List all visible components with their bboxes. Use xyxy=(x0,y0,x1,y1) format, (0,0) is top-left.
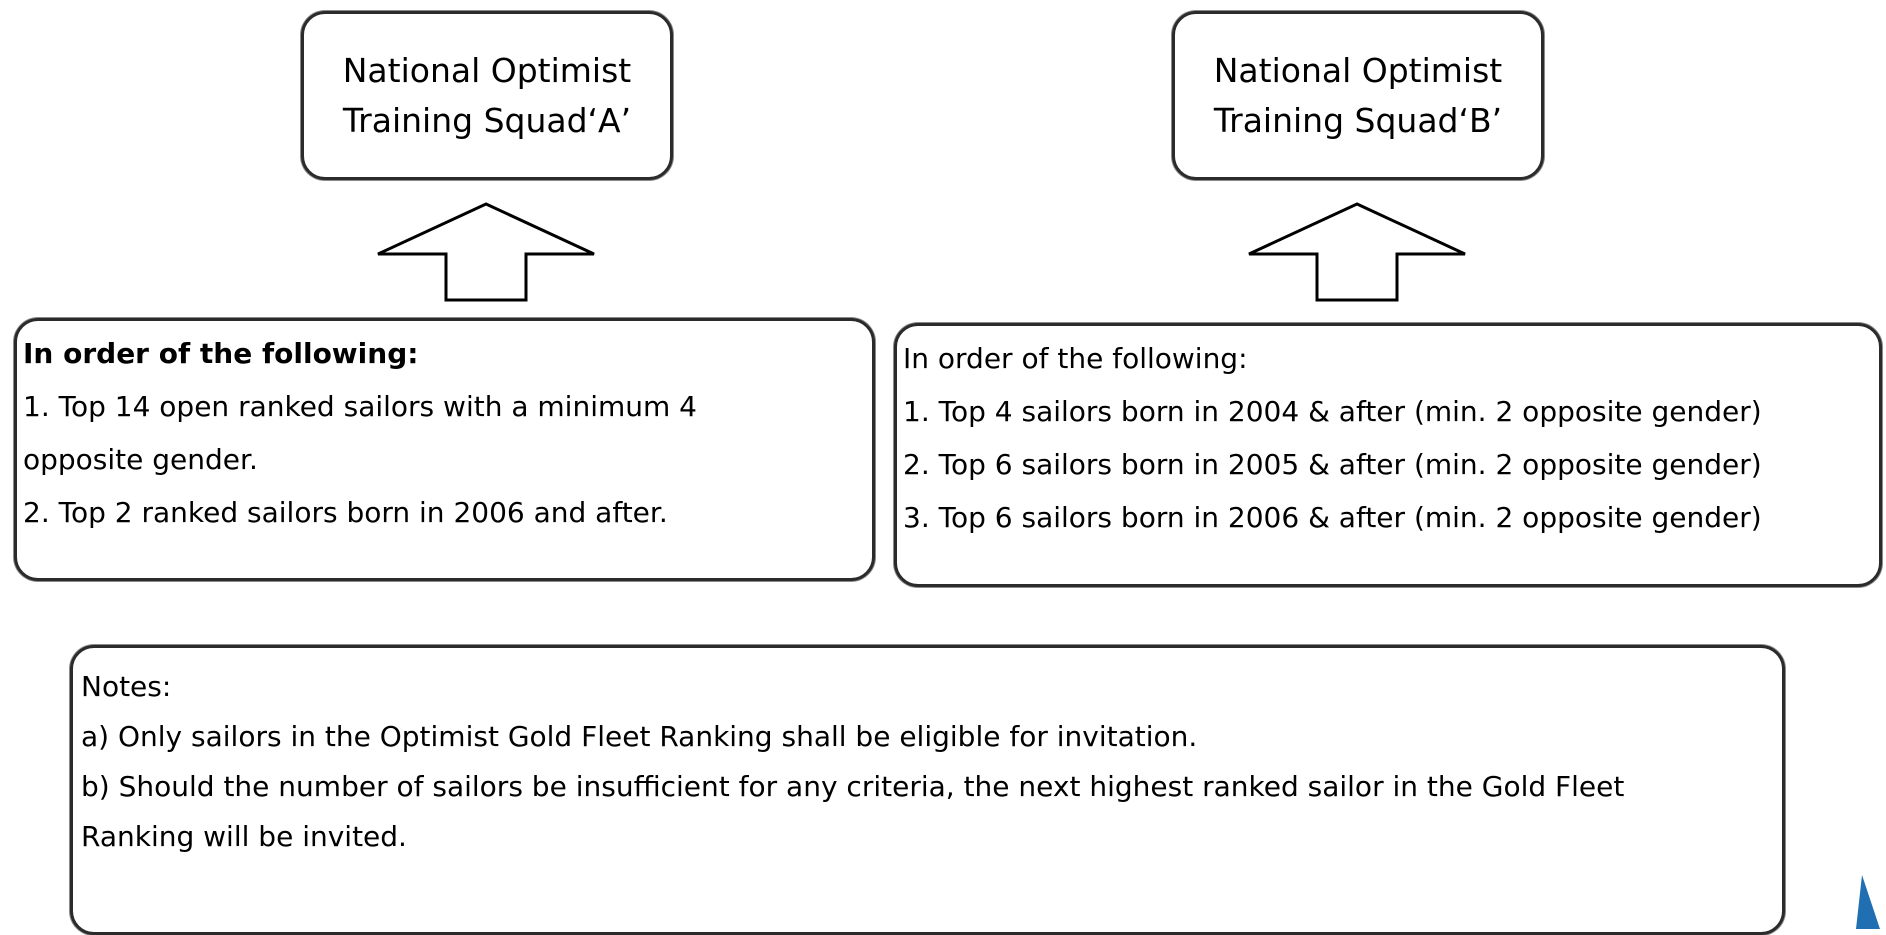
squad-a-title-line2: Training Squad‘A’ xyxy=(342,100,632,140)
notes-heading: Notes: xyxy=(81,670,172,703)
criteria-a-heading: In order of the following: xyxy=(23,337,419,370)
criteria-a-box: In order of the following: 1. Top 14 ope… xyxy=(14,318,875,581)
sail-logo-icon xyxy=(1856,875,1880,929)
squad-b-title-line2: Training Squad‘B’ xyxy=(1213,100,1503,140)
criteria-a-item1-line2: opposite gender. xyxy=(23,443,258,476)
criteria-b-heading: In order of the following: xyxy=(903,342,1248,375)
notes-box: Notes: a) Only sailors in the Optimist G… xyxy=(70,645,1785,935)
up-arrow-b-icon xyxy=(1248,202,1466,302)
criteria-b-item3: 3. Top 6 sailors born in 2006 & after (m… xyxy=(903,501,1762,534)
up-arrow-a-icon xyxy=(377,202,595,302)
criteria-a-item2: 2. Top 2 ranked sailors born in 2006 and… xyxy=(23,496,668,529)
criteria-b-item1: 1. Top 4 sailors born in 2004 & after (m… xyxy=(903,395,1762,428)
squad-b-title-line1: National Optimist xyxy=(1213,50,1503,90)
note-a: a) Only sailors in the Optimist Gold Fle… xyxy=(81,720,1198,753)
note-b-line2: Ranking will be invited. xyxy=(81,820,407,853)
criteria-b-item2: 2. Top 6 sailors born in 2005 & after (m… xyxy=(903,448,1762,481)
squad-a-title-line1: National Optimist xyxy=(342,50,632,90)
criteria-a-item1-line1: 1. Top 14 open ranked sailors with a min… xyxy=(23,390,697,423)
criteria-b-box: In order of the following: 1. Top 4 sail… xyxy=(894,323,1882,587)
squad-a-title-box: National Optimist Training Squad‘A’ xyxy=(301,11,673,180)
squad-b-title-box: National Optimist Training Squad‘B’ xyxy=(1172,11,1544,180)
note-b-line1: b) Should the number of sailors be insuf… xyxy=(81,770,1625,803)
